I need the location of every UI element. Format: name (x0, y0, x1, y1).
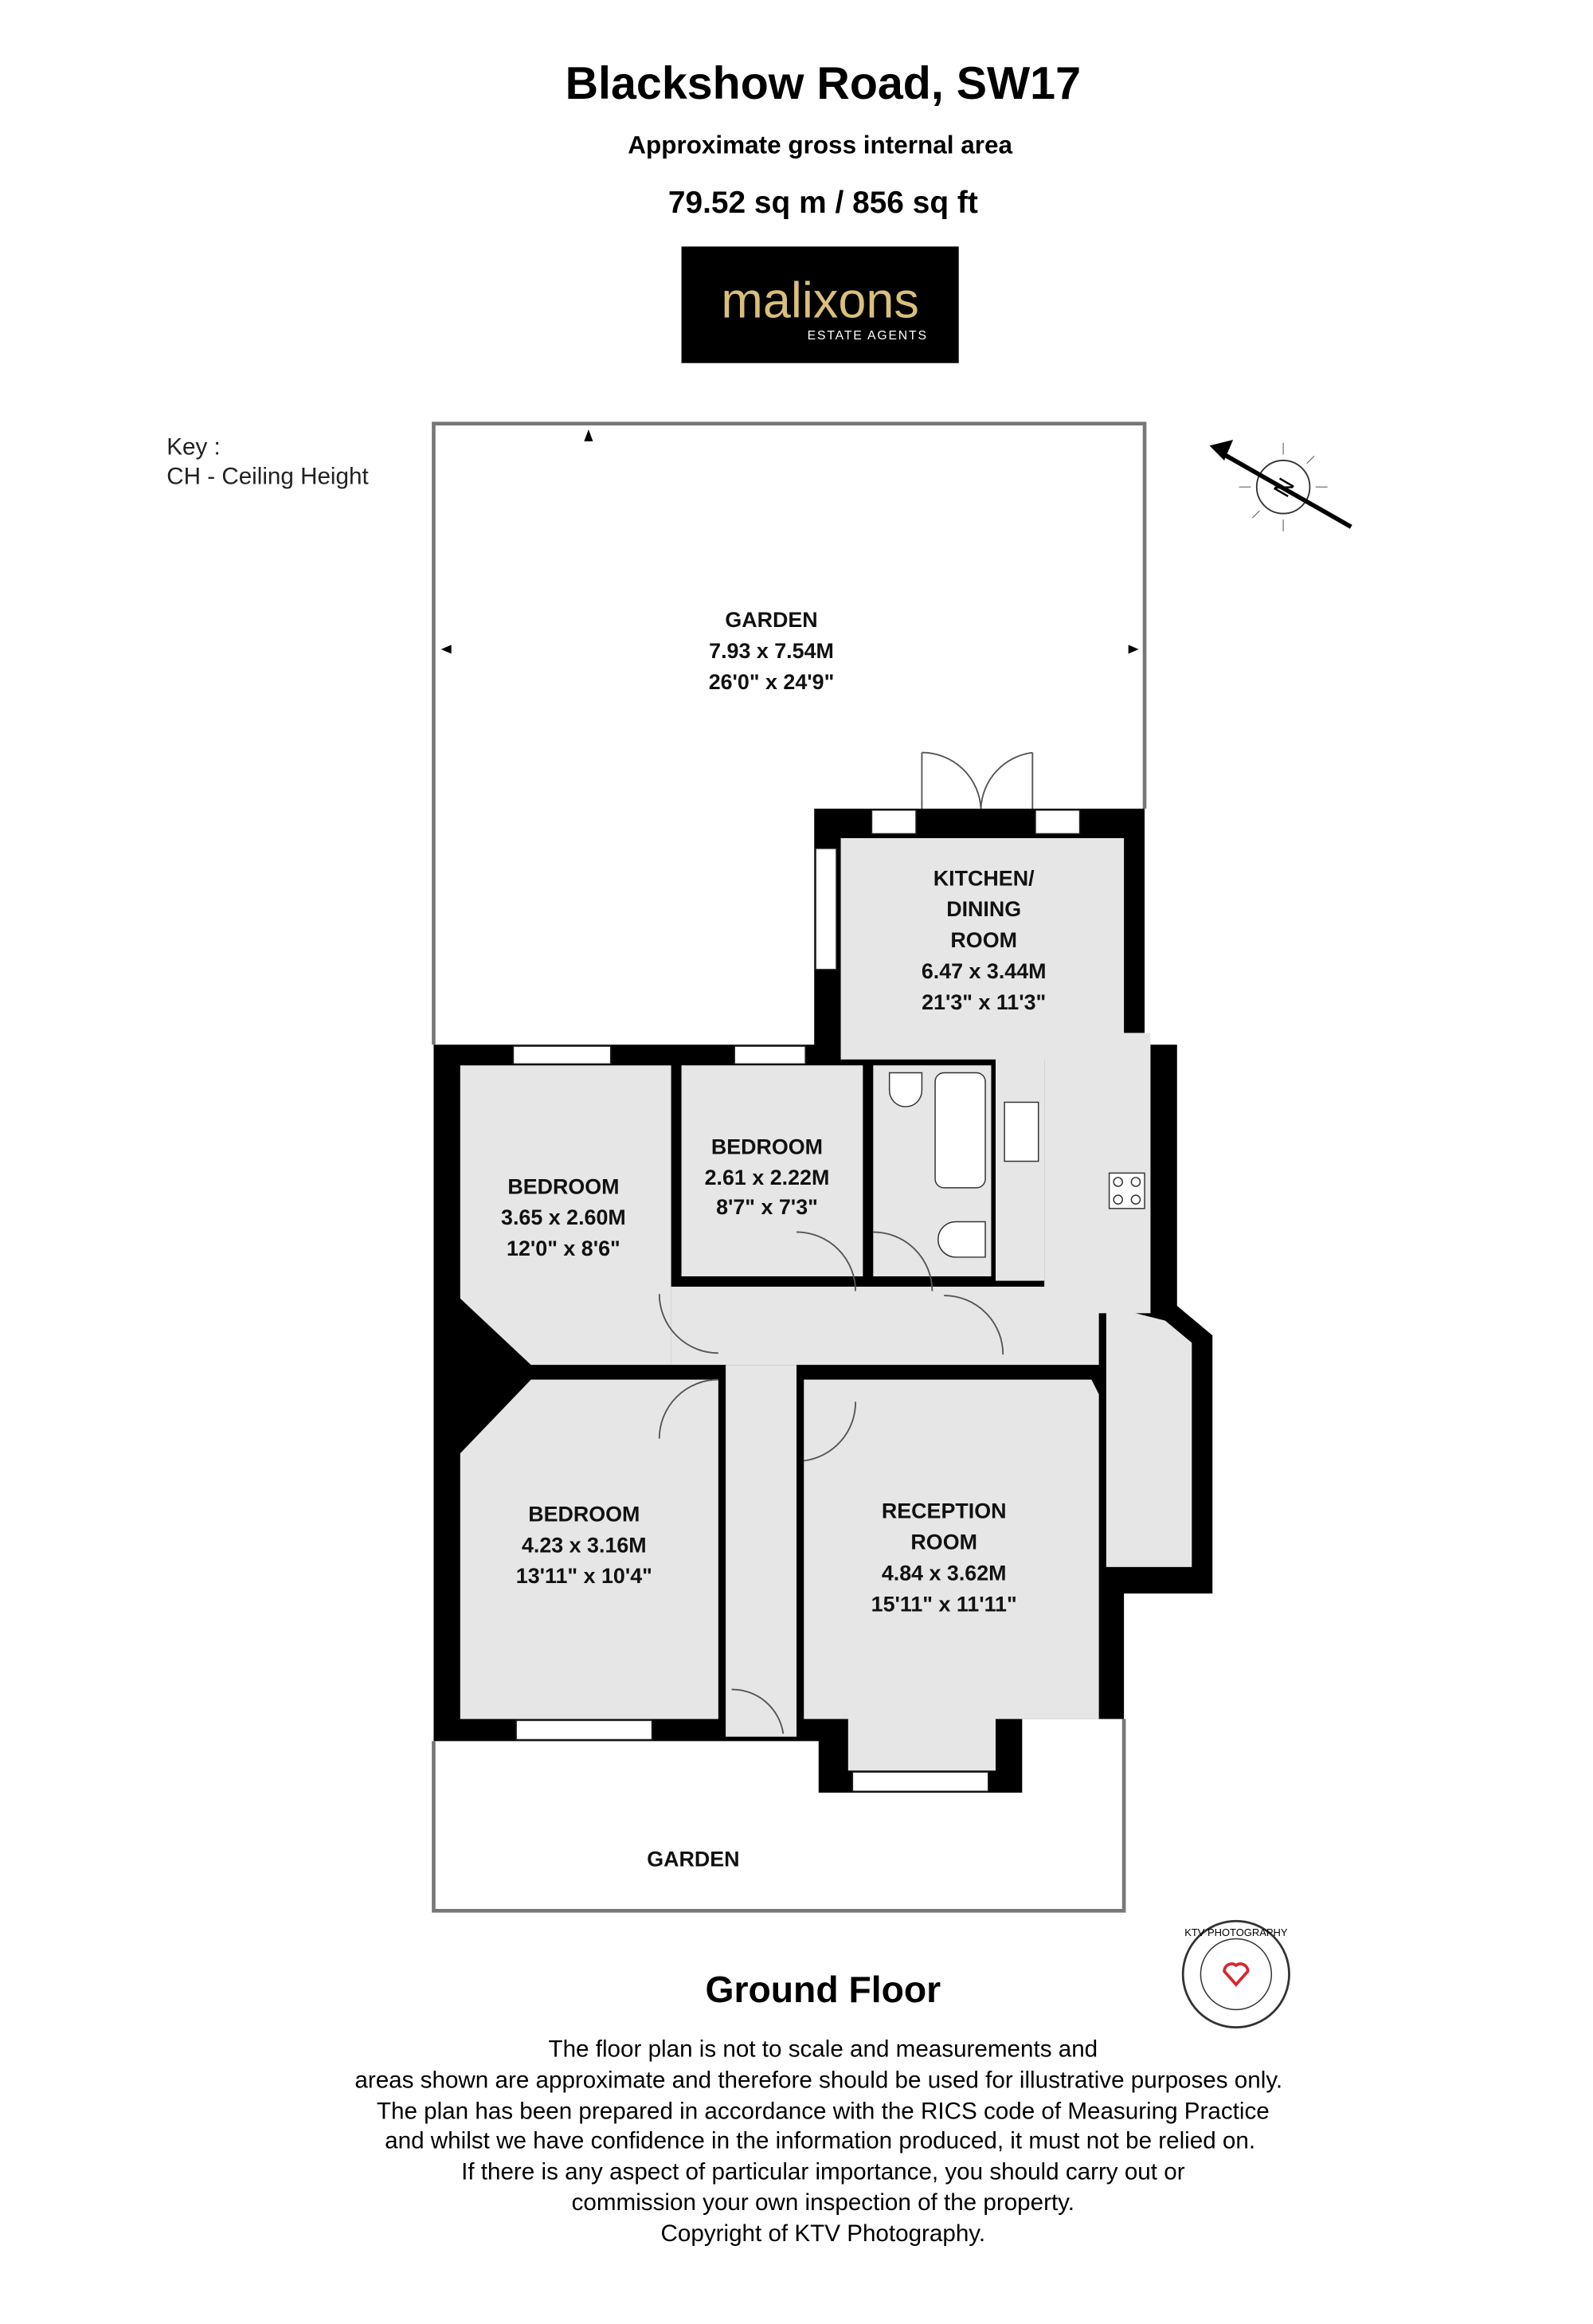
area-value: 79.52 sq m / 856 sq ft (668, 186, 978, 220)
room-name: KITCHEN/ (933, 866, 1035, 890)
malixons-logo: malixons ESTATE AGENTS (681, 246, 959, 363)
bedroom-2-label: BEDROOM 2.61 x 2.22M 8'7" x 7'3" (705, 1135, 830, 1219)
room-metric: 2.61 x 2.22M (705, 1166, 830, 1189)
logo-tagline: ESTATE AGENTS (808, 329, 928, 343)
bathtub-icon (934, 1072, 986, 1189)
disclaimer-line: commission your own inspection of the pr… (572, 2189, 1074, 2216)
room-imperial: 13'11" x 10'4" (516, 1564, 652, 1588)
bedroom-1-label: BEDROOM 3.65 x 2.60M 12'0" x 8'6" (501, 1174, 626, 1260)
ktv-photography-logo: KTV PHOTOGRAPHY (1181, 1919, 1290, 2028)
room-name: BEDROOM (528, 1502, 640, 1526)
area-subtitle: Approximate gross internal area (628, 131, 1012, 159)
room-name: BEDROOM (507, 1174, 619, 1198)
room-imperial: 8'7" x 7'3" (716, 1195, 818, 1219)
toilet-icon (888, 1072, 923, 1107)
disclaimer-line: areas shown are approximate and therefor… (354, 2067, 1282, 2094)
logo-brand: malixons (721, 272, 918, 328)
page-title: Blackshow Road, SW17 (566, 58, 1081, 109)
disclaimer-line: Copyright of KTV Photography. (661, 2220, 986, 2247)
key-title: Key : (166, 434, 220, 460)
garden-front-name: GARDEN (647, 1848, 739, 1871)
disclaimer-line: and whilst we have confidence in the inf… (385, 2127, 1255, 2154)
french-doors (921, 751, 1034, 809)
bedroom-3-label: BEDROOM 4.23 x 3.16M 13'11" x 10'4" (516, 1502, 652, 1588)
room-imperial: 12'0" x 8'6" (507, 1236, 620, 1260)
key-item: CH - Ceiling Height (166, 464, 369, 490)
garden-rear-imperial: 26'0" x 24'9" (709, 670, 835, 694)
disclaimer: The floor plan is not to scale and measu… (354, 2036, 1282, 2247)
room-metric: 6.47 x 3.44M (922, 959, 1047, 983)
door-swings (658, 1231, 1004, 1734)
reception-label: RECEPTION ROOM 4.84 x 3.62M 15'11" x 11'… (871, 1499, 1017, 1617)
garden-rear-name: GARDEN (725, 608, 817, 632)
room-name: ROOM (910, 1530, 977, 1554)
disclaimer-line: If there is any aspect of particular imp… (461, 2158, 1185, 2185)
basin-icon (937, 1221, 986, 1258)
room-metric: 3.65 x 2.60M (501, 1205, 626, 1229)
kitchen-sink-icon (1004, 1101, 1039, 1162)
room-imperial: 15'11" x 11'11" (871, 1592, 1017, 1616)
disclaimer-line: The plan has been prepared in accordance… (377, 2098, 1270, 2124)
room-metric: 4.84 x 3.62M (882, 1562, 1007, 1585)
disclaimer-line: The floor plan is not to scale and measu… (549, 2036, 1098, 2063)
garden-rear-metric: 7.93 x 7.54M (709, 639, 834, 663)
ktv-logo-text: KTV PHOTOGRAPHY (1184, 1926, 1288, 1938)
rear-garden: GARDEN 7.93 x 7.54M 26'0" x 24'9" (432, 421, 1147, 1045)
room-metric: 4.23 x 3.16M (522, 1533, 647, 1557)
front-garden: GARDEN (432, 1719, 1126, 1913)
kitchen-dining-label: KITCHEN/ DINING ROOM 6.47 x 3.44M 21'3" … (922, 866, 1047, 1014)
compass-north-icon: N (1209, 440, 1352, 531)
floor-label: Ground Floor (706, 1969, 941, 2010)
room-name: RECEPTION (882, 1499, 1007, 1523)
windows (512, 809, 1081, 1793)
room-name: ROOM (950, 928, 1017, 952)
room-name: DINING (946, 897, 1021, 921)
room-imperial: 21'3" x 11'3" (922, 990, 1046, 1014)
room-name: BEDROOM (711, 1135, 823, 1158)
